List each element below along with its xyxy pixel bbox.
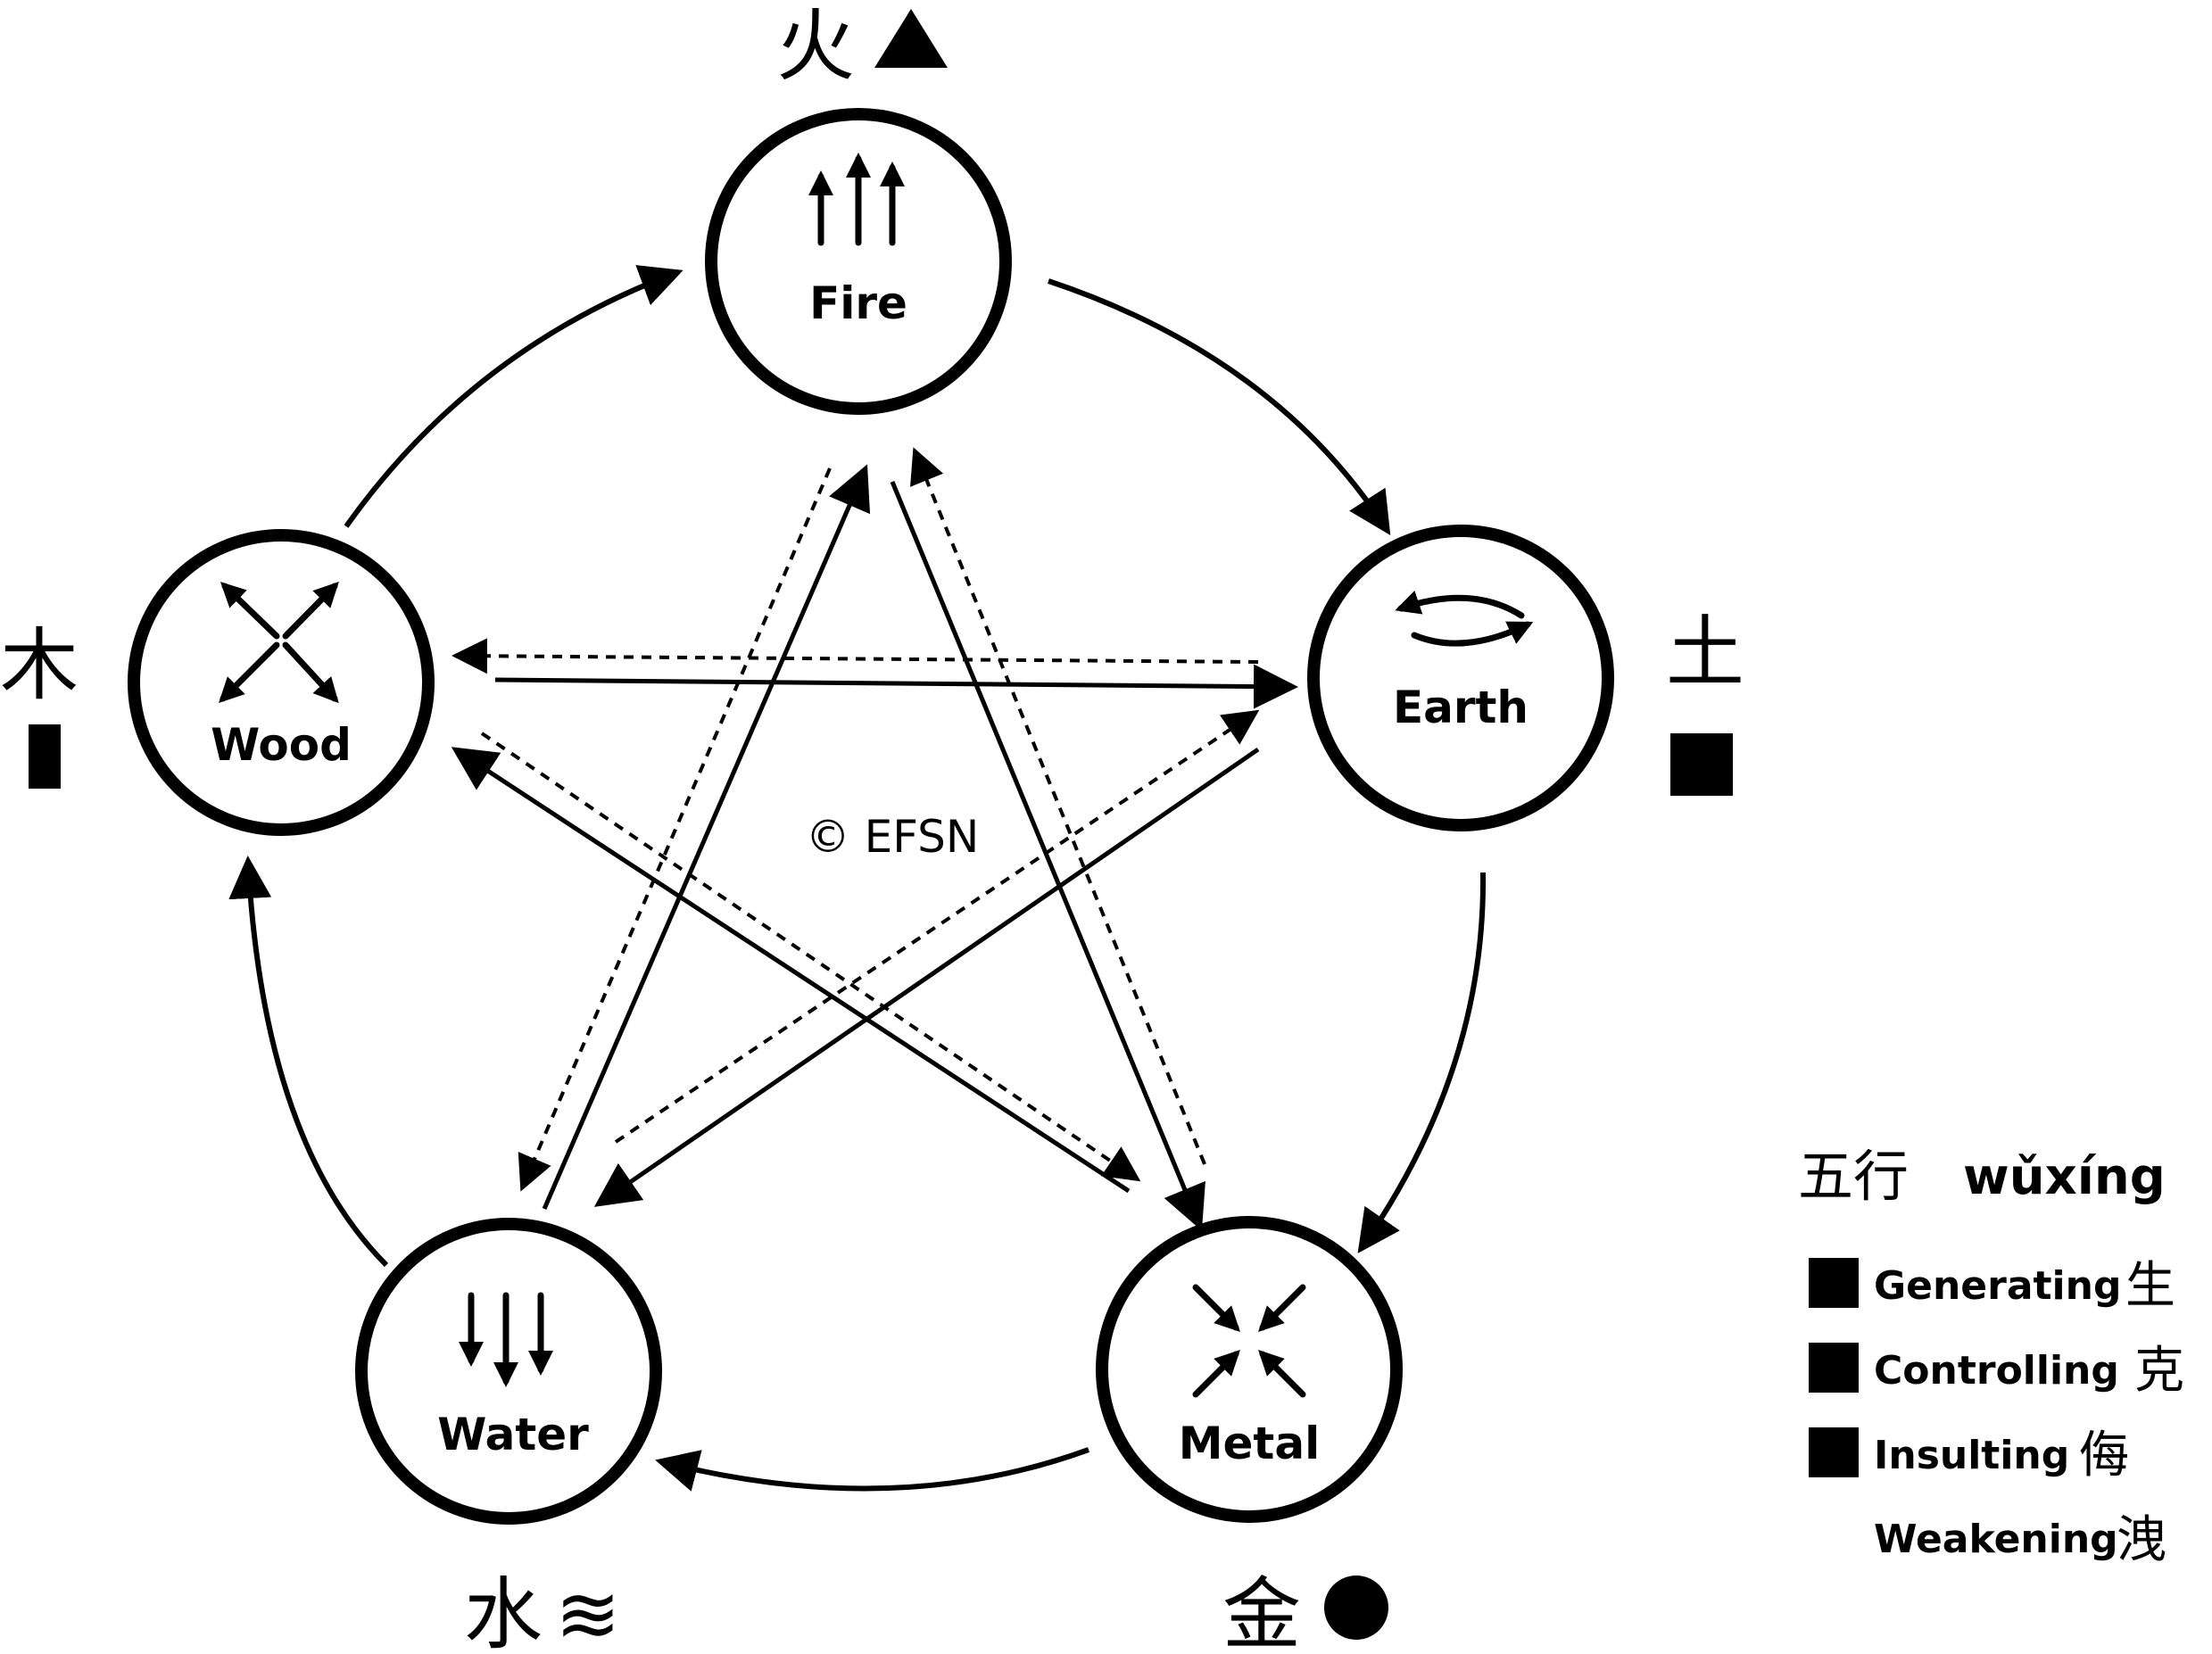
- fire-label: Fire: [809, 277, 907, 329]
- controlling-earth-to-water: [593, 747, 1260, 1207]
- insulting-arrows: [452, 447, 1260, 1192]
- legend-title-latin: wǔxíng: [1963, 1148, 2166, 1206]
- insulting-metal-to-fire: [910, 447, 1206, 1165]
- legend-label-controlling: Controlling: [1874, 1348, 2119, 1393]
- generating-water-to-wood: [228, 856, 389, 1268]
- controlling-water-to-fire: [542, 464, 871, 1210]
- fire-cn-char: 火: [776, 0, 855, 92]
- legend-swatch-controlling: [1809, 1343, 1859, 1393]
- circular-arrows-icon: [1395, 591, 1534, 647]
- water-cn-char: 水: [464, 1568, 543, 1654]
- earth-label: Earth: [1393, 682, 1529, 733]
- inward-arrows-icon: [1192, 1284, 1306, 1398]
- copyright-text: © EFSN: [806, 811, 980, 863]
- legend-label-insulting: Insulting: [1874, 1433, 2069, 1478]
- insulting-fire-to-water: [518, 467, 832, 1192]
- legend-title-cn: 五行: [1798, 1144, 1909, 1209]
- legend-cn-generating: 生: [2125, 1257, 2175, 1315]
- generating-fire-to-earth: [1048, 278, 1391, 536]
- legend-cn-insulting: 侮: [2079, 1427, 2129, 1484]
- node-earth: Earth 土: [1307, 525, 1744, 831]
- waves-symbol: ≋: [555, 1568, 621, 1654]
- outward-arrows-icon: [219, 582, 339, 704]
- wood-cn-char: 木: [0, 619, 79, 711]
- downward-arrows-icon: [459, 1292, 553, 1387]
- node-water: Water 水 ≋: [355, 1218, 662, 1654]
- earth-cn-char: 土: [1666, 607, 1744, 699]
- controlling-wood-to-earth: [494, 664, 1298, 709]
- legend-swatch-insulting: [1809, 1427, 1859, 1477]
- metal-label: Metal: [1179, 1418, 1320, 1469]
- water-label: Water: [437, 1409, 589, 1460]
- legend-label-weakening: Weakening: [1874, 1517, 2118, 1562]
- square-symbol: [1670, 733, 1733, 796]
- metal-circle: [1096, 1216, 1403, 1523]
- generating-arrows: [228, 265, 1487, 1492]
- legend-cn-controlling: 克: [2134, 1342, 2184, 1400]
- insulting-earth-to-wood: [452, 638, 1259, 674]
- upward-arrows-icon: [808, 153, 905, 246]
- wood-circle: [128, 529, 435, 836]
- fire-circle: [705, 108, 1012, 415]
- generating-wood-to-fire: [344, 265, 683, 528]
- metal-cn-char: 金: [1222, 1568, 1301, 1654]
- triangle-symbol: [874, 9, 948, 68]
- generating-metal-to-water: [655, 1447, 1090, 1492]
- legend: 五行 wǔxíng Generating 生 Controlling 克 Ins…: [1798, 1144, 2184, 1569]
- legend-label-generating: Generating: [1874, 1263, 2121, 1309]
- node-wood: Wood 木: [0, 529, 435, 836]
- legend-cn-weakening: 洩: [2117, 1511, 2166, 1569]
- wood-label: Wood: [211, 719, 352, 771]
- node-metal: Metal 金: [1096, 1216, 1403, 1654]
- circle-symbol: [1324, 1575, 1388, 1640]
- bar-symbol: [29, 724, 61, 789]
- generating-earth-to-metal: [1357, 872, 1487, 1253]
- legend-swatch-generating: [1809, 1258, 1859, 1308]
- controlling-metal-to-wood: [451, 747, 1131, 1194]
- node-fire: Fire 火: [705, 0, 1012, 415]
- insulting-water-to-earth: [614, 709, 1260, 1144]
- earth-circle: [1307, 525, 1614, 831]
- insulting-wood-to-metal: [480, 732, 1141, 1182]
